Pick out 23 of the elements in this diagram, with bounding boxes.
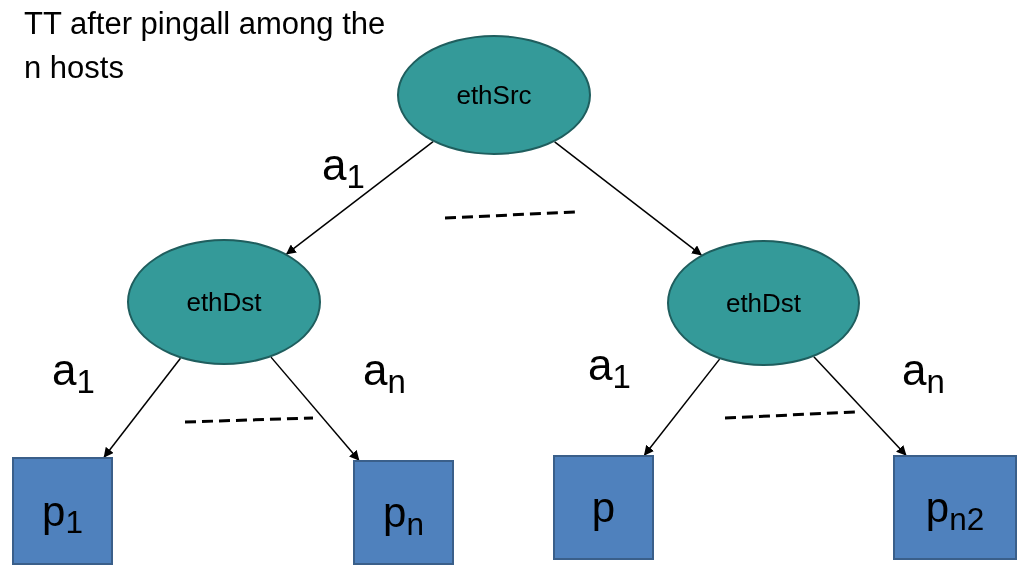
edge-label: a$_{n}$ [363, 345, 406, 395]
square-node [12, 457, 113, 565]
node-label: ethDst [725, 286, 802, 320]
arrow [285, 140, 434, 255]
title: TT after pingall among the n hosts [24, 5, 387, 87]
edge-label: a$_{1}$ [52, 345, 95, 395]
node-label: p$_{n}$ [383, 488, 424, 544]
node-label: p [591, 483, 616, 533]
edge-label: a$_{1}$ [322, 140, 365, 190]
edge-label: a$_{n}$ [902, 345, 945, 395]
square-node [353, 460, 454, 565]
node-label: p$_{n2}$ [925, 483, 985, 539]
arrow [103, 357, 182, 458]
arrow [553, 141, 702, 256]
square-node [893, 455, 1017, 560]
arrow [270, 356, 360, 461]
node-label: p$_{1}$ [42, 486, 83, 543]
arrow [813, 356, 907, 456]
edge-label: a$_{1}$ [588, 340, 631, 390]
square-node [553, 455, 654, 560]
node-label: ethSrc [456, 78, 532, 112]
arrow [643, 358, 721, 456]
node-label: ethDst [186, 285, 262, 319]
